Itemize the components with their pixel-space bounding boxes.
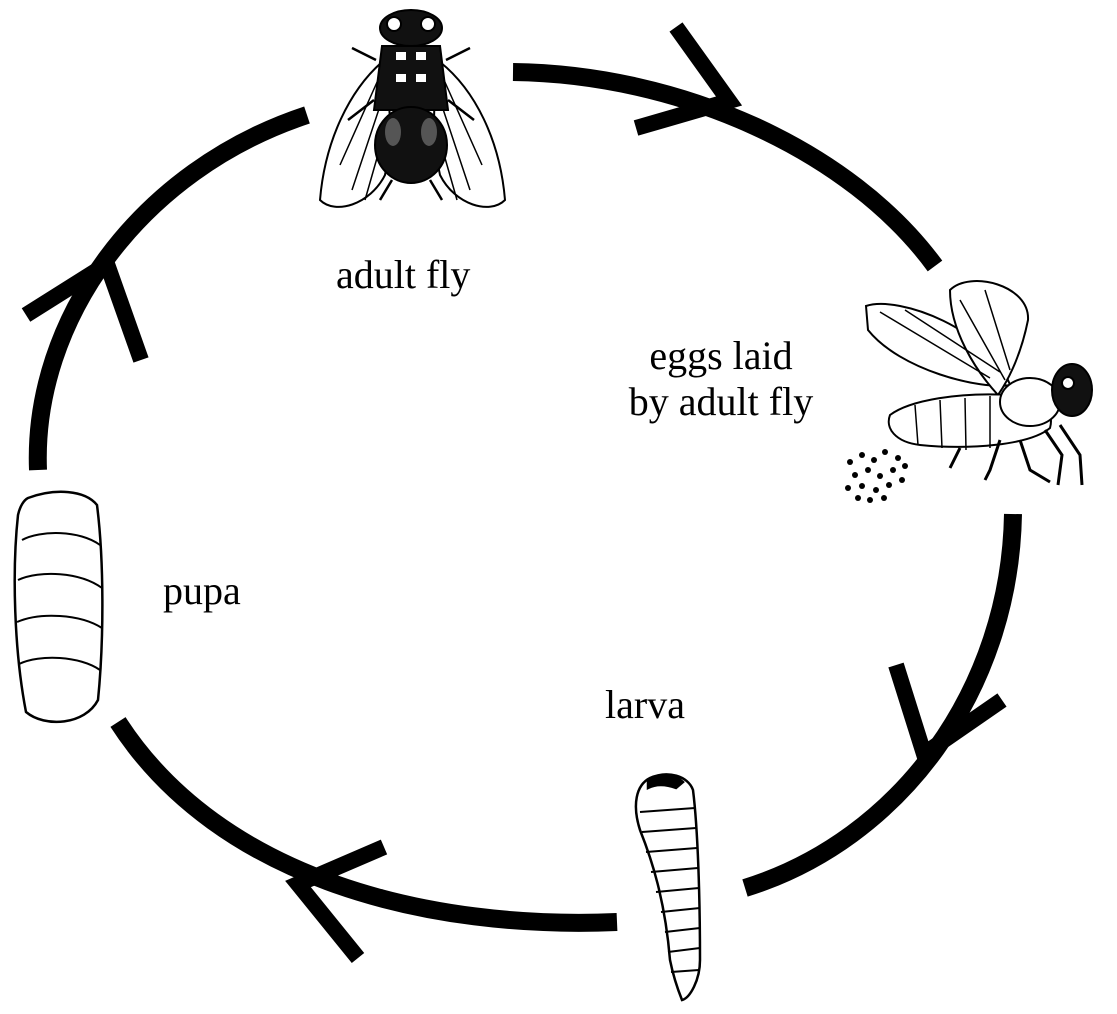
pupa-icon — [13, 490, 104, 724]
eggs-laid-label: eggs laid by adult fly — [605, 333, 837, 425]
pupa-label: pupa — [163, 568, 241, 613]
arrow-pupa-to-adult — [28, 106, 310, 471]
arrow-larva-to-pupa — [110, 717, 618, 932]
eggs-icon — [845, 449, 908, 503]
arrow-adult-to-eggs — [512, 63, 943, 272]
arrowhead-right — [888, 662, 1007, 767]
eggs-laid-label-line1: eggs laid — [649, 333, 793, 378]
adult-fly-label: adult fly — [336, 252, 471, 297]
arrow-eggs-to-larva — [742, 513, 1022, 897]
arrowhead-bottom — [285, 839, 388, 964]
housefly-top-view-icon — [318, 9, 507, 208]
cycle-arrows — [28, 63, 1022, 932]
arrowheads — [21, 22, 1007, 964]
arrowhead-left — [21, 251, 149, 363]
fly-laying-eggs-icon — [845, 280, 1093, 503]
eggs-laid-label-line2: by adult fly — [628, 379, 814, 424]
larva-icon — [634, 773, 702, 1002]
larva-label: larva — [605, 682, 685, 727]
arrowhead-top-right — [633, 22, 743, 136]
